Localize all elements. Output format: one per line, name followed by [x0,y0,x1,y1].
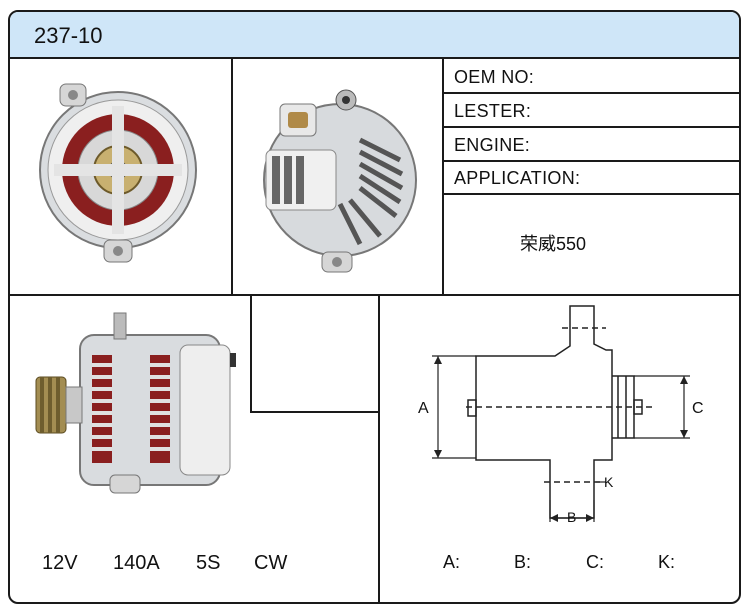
grid-line [10,294,739,296]
dimension-label-a: A: [443,552,461,572]
spec-amperage: 140A [113,552,160,574]
grid-line [250,294,252,413]
application-label: APPLICATION: [454,168,581,188]
lester-label: LESTER: [454,101,532,121]
diagram-letter-a: A [418,400,429,417]
alternator-side-image [35,312,236,494]
dimension-label-c: C: [586,552,604,572]
diagram-letter-c: C [692,400,704,417]
spec-rotation: CW [254,552,288,574]
grid-line [442,193,739,195]
rear-housing [263,89,417,273]
spec-voltage: 12V [42,552,78,574]
grid-line [378,294,380,602]
grid-line [442,92,739,94]
alternator-front-image [39,83,197,263]
alternator-rear-image [263,89,417,273]
grid-line [442,160,739,162]
grid-line [442,126,739,128]
oem-no-label: OEM NO: [454,67,535,87]
part-number: 237-10 [34,23,103,48]
grid-line [250,411,380,413]
body-outline [475,305,613,519]
spec-pulley: 5S [196,552,221,574]
application-value: 荣威550 [520,234,587,254]
diagram-letter-k: K [604,474,614,490]
dimension-label-k: K: [658,552,676,572]
side-housing [35,312,236,494]
diagram-letter-b: B [567,509,577,525]
grid-line [442,59,444,294]
dimension-diagram [432,305,690,522]
grid-line [231,59,233,294]
title-bar: 237-10 [10,12,739,59]
engine-label: ENGINE: [454,135,531,155]
dimension-label-b: B: [514,552,532,572]
front-housing [39,83,197,263]
